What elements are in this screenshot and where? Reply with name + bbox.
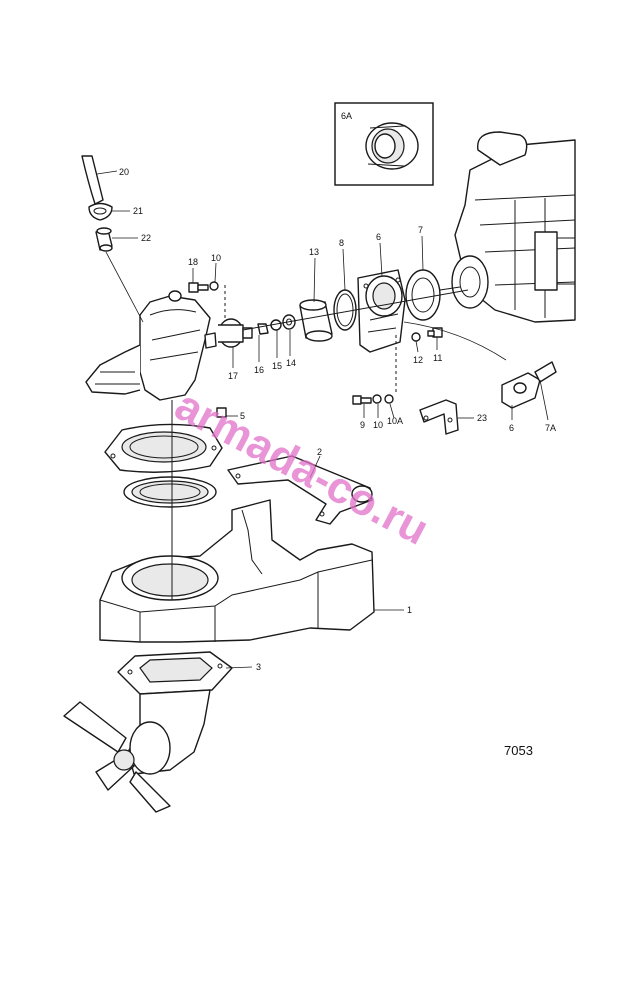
callout-2: 2 xyxy=(317,447,322,457)
coupling-flange-17 xyxy=(218,318,253,348)
callout-15: 15 xyxy=(272,361,282,371)
callout-12: 12 xyxy=(413,355,423,365)
callout-6-top: 6 xyxy=(376,232,381,242)
callout-10-upper: 10 xyxy=(211,253,221,263)
callout-8: 8 xyxy=(339,238,344,248)
bracket-23 xyxy=(419,399,459,435)
inset-6a: 6A xyxy=(334,102,434,186)
callouts: 20 21 22 18 10 13 8 6 7 17 16 15 14 12 1… xyxy=(119,167,556,672)
drive-housing-1 xyxy=(99,499,375,643)
callout-10a: 10A xyxy=(387,416,403,426)
leader-lines xyxy=(96,170,474,669)
bolts-right xyxy=(352,321,507,405)
engine-block xyxy=(451,131,576,323)
figure-number: 7053 xyxy=(504,743,533,758)
bolts-upper-left xyxy=(188,281,226,320)
callout-10-lower: 10 xyxy=(373,420,383,430)
sleeve-13 xyxy=(299,299,333,342)
hose-parts xyxy=(81,155,113,252)
gasket-upper xyxy=(104,407,227,473)
callout-5: 5 xyxy=(240,411,245,421)
inset-label: 6A xyxy=(341,111,352,121)
assembly-lines xyxy=(171,289,469,600)
callout-17: 17 xyxy=(228,371,238,381)
callout-3: 3 xyxy=(256,662,261,672)
callout-18: 18 xyxy=(188,257,198,267)
intermediate-housing-6 xyxy=(357,269,406,353)
callout-7a: 7A xyxy=(545,423,556,433)
detail-6-7a xyxy=(501,361,557,421)
callout-23: 23 xyxy=(477,413,487,423)
callout-6-right: 6 xyxy=(509,423,514,433)
callout-22: 22 xyxy=(141,233,151,243)
support-bracket-2 xyxy=(227,455,373,525)
callout-20: 20 xyxy=(119,167,129,177)
gearbox-housing xyxy=(85,290,217,401)
callout-13: 13 xyxy=(309,247,319,257)
watermark-text: armada-co.ru xyxy=(167,381,436,555)
mounting-plate-3 xyxy=(117,651,233,695)
lower-leg-propeller xyxy=(63,689,211,813)
callout-11: 11 xyxy=(433,353,442,363)
callout-1: 1 xyxy=(407,605,412,615)
callout-14: 14 xyxy=(286,358,296,368)
callout-16: 16 xyxy=(254,365,264,375)
seal-ring xyxy=(123,476,217,508)
callout-7: 7 xyxy=(418,225,423,235)
callout-9: 9 xyxy=(360,420,365,430)
callout-21: 21 xyxy=(133,206,143,216)
